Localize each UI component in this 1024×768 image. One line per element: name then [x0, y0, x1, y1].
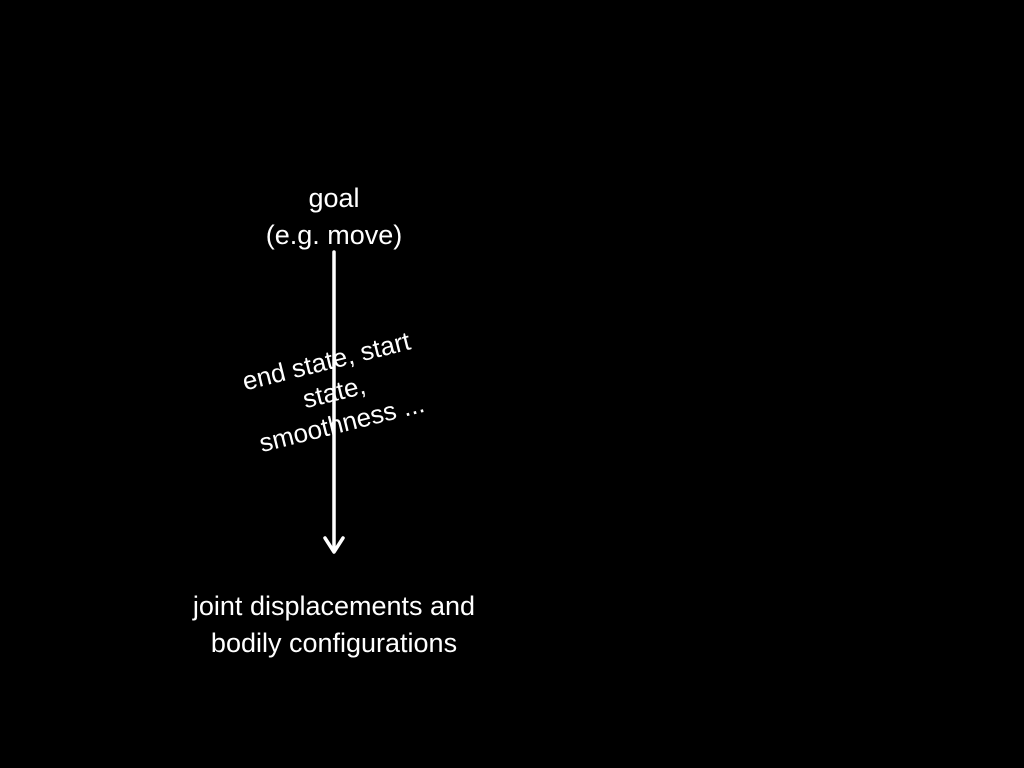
goal-node: goal (e.g. move) [234, 180, 434, 254]
goal-label: goal [308, 183, 360, 213]
result-node: joint displacements and bodily configura… [134, 588, 534, 662]
arrow-head [323, 536, 345, 554]
result-label-line-1: joint displacements and [192, 591, 476, 621]
goal-example: (e.g. move) [265, 220, 403, 250]
result-label-line-2: bodily configurations [210, 628, 458, 658]
